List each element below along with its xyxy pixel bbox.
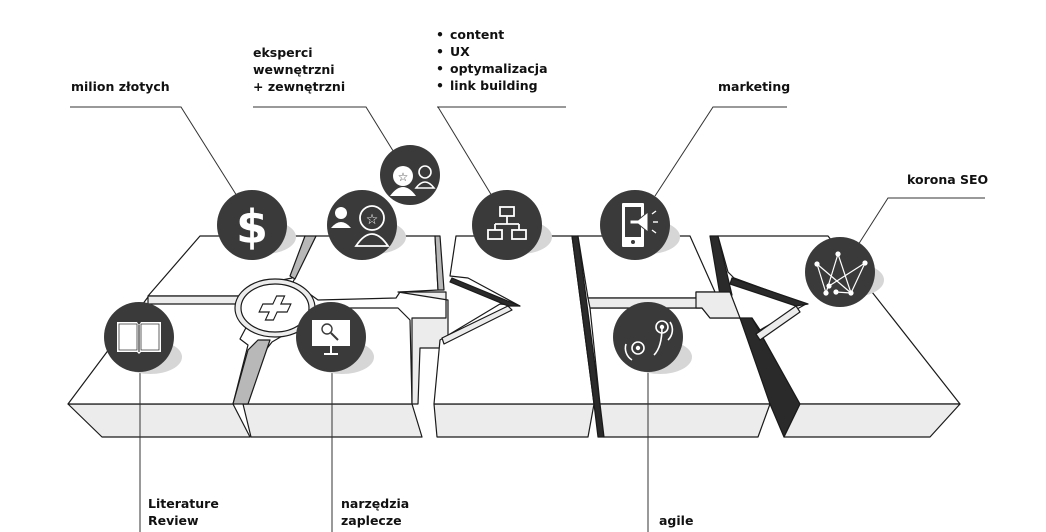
- label-literature-line-1: Literature: [148, 496, 219, 511]
- tile-3-top: [433, 235, 595, 405]
- crown-network-icon: [805, 237, 884, 307]
- label-seo-tasks: content UX optymalizacja link building: [436, 26, 548, 94]
- tile-6-top: [717, 235, 961, 405]
- label-eksperci-line-3: + zewnętrzni: [253, 79, 346, 94]
- tile-1-front: [67, 403, 251, 438]
- label-korona: korona SEO: [907, 172, 989, 187]
- gap-dark-right-1: [709, 235, 733, 296]
- svg-text:☆: ☆: [398, 170, 409, 184]
- seo-task-item: link building: [436, 77, 548, 94]
- sitemap-icon: [472, 190, 552, 260]
- svg-text:$: $: [236, 200, 268, 254]
- people-star-icon: ☆: [380, 145, 440, 205]
- leader-milion: [70, 106, 238, 197]
- label-eksperci-line-1: eksperci: [253, 45, 313, 60]
- seo-task-item: optymalizacja: [436, 60, 548, 77]
- tile-3-front: [433, 403, 595, 438]
- label-narzedzia-line-1: narzędzia: [341, 496, 410, 511]
- label-eksperci-line-2: wewnętrzni: [253, 62, 335, 77]
- gap-bottom-left: [232, 339, 271, 405]
- label-literature-line-2: Review: [148, 513, 199, 528]
- open-book-icon: [104, 302, 182, 374]
- label-eksperci: eksperci wewnętrzni + zewnętrzni: [253, 44, 345, 95]
- dollar-icon: $: [217, 190, 296, 260]
- arrow-light-edge-1: [441, 305, 513, 345]
- leader-marketing: [654, 106, 787, 197]
- step-left-block: [397, 291, 449, 405]
- plus-icon: [258, 295, 292, 321]
- svg-text:☆: ☆: [366, 212, 379, 228]
- label-narzedzia: narzędzia zaplecze: [341, 495, 409, 529]
- gap-vertical-left: [289, 235, 317, 280]
- monitor-search-icon: [296, 302, 374, 374]
- people-star-icon: ☆: [327, 190, 406, 260]
- leader-eksperci: [253, 106, 396, 155]
- gap-horizontal: [147, 295, 245, 305]
- step-right-block: [695, 291, 741, 319]
- tile-6-front: [783, 403, 961, 438]
- mobile-megaphone-icon: [600, 190, 680, 260]
- gears-cycle-icon: [613, 302, 692, 374]
- label-marketing: marketing: [718, 79, 791, 94]
- label-agile: agile: [659, 513, 694, 528]
- label-literature: Literature Review: [148, 495, 219, 529]
- arrow-light-edge-2: [755, 305, 801, 341]
- label-narzedzia-line-2: zaplecze: [341, 513, 402, 528]
- seo-task-item: UX: [436, 43, 548, 60]
- leader-seo-tasks-diag: [437, 106, 493, 197]
- seo-task-item: content: [436, 26, 548, 43]
- tile-5-front: [599, 403, 771, 438]
- gap-right-left-block: [434, 235, 445, 291]
- label-milion: milion złotych: [71, 79, 170, 94]
- leader-korona: [857, 197, 985, 246]
